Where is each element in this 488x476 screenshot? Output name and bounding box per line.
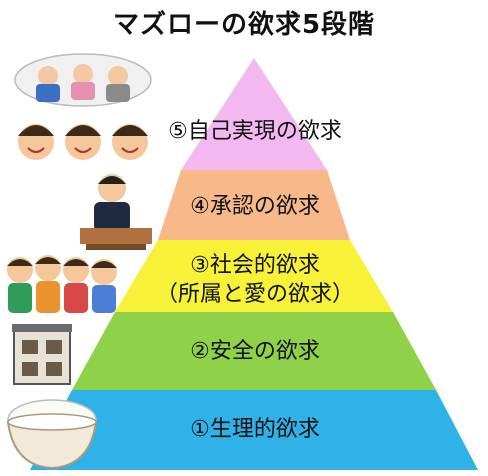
level-3-label: ③社会的欲求	[190, 253, 320, 278]
level-1-label: ①生理的欲求	[190, 417, 320, 442]
pyramid-level-2	[72, 312, 436, 390]
pyramid-level-4	[158, 170, 350, 240]
house-illustration	[12, 324, 72, 385]
self-actualization-people-illustration	[14, 53, 152, 160]
level-3-sublabel: （所属と愛の欲求）	[155, 282, 354, 307]
page-title: マズローの欲求5段階	[112, 10, 376, 40]
recognition-speaker-illustration	[80, 174, 152, 250]
friends-group-illustration	[7, 255, 117, 313]
level-5-label: ⑤自己実現の欲求	[168, 119, 342, 144]
pyramid-level-3	[115, 240, 393, 312]
level-4-label: ④承認の欲求	[190, 194, 320, 219]
rice-bowl-illustration	[6, 399, 98, 470]
pyramid-level-5	[181, 58, 327, 170]
pyramid-level-1	[30, 390, 478, 470]
level-2-label: ②安全の欲求	[190, 339, 320, 364]
